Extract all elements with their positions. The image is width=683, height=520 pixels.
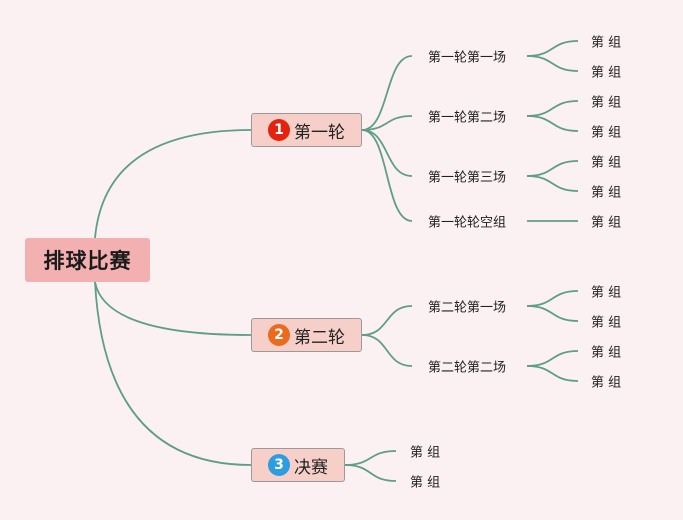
group-connector: [526, 55, 579, 72]
branch-final[interactable]: 3 决赛: [251, 448, 345, 482]
branch-connector: [361, 55, 413, 131]
branch-round-1[interactable]: 1 第一轮: [251, 113, 362, 147]
group-connector: [526, 115, 579, 132]
group-connector: [526, 175, 579, 192]
group-topic[interactable]: 第 组: [591, 35, 622, 51]
group-topic[interactable]: 第 组: [410, 475, 441, 491]
number-badge-icon: 1: [268, 119, 290, 141]
match-topic[interactable]: 第一轮轮空组: [428, 215, 507, 231]
group-topic[interactable]: 第 组: [591, 285, 622, 301]
branch-connector: [361, 129, 413, 177]
branch-label: 决赛: [294, 457, 328, 478]
root-topic[interactable]: 排球比赛: [25, 238, 150, 282]
match-topic[interactable]: 第一轮第一场: [428, 50, 507, 66]
group-topic[interactable]: 第 组: [591, 185, 622, 201]
root-topic-label: 排球比赛: [43, 249, 132, 273]
group-connector: [526, 365, 579, 382]
branch-connector: [361, 334, 413, 367]
group-topic[interactable]: 第 组: [591, 65, 622, 81]
match-topic[interactable]: 第二轮第二场: [428, 360, 507, 376]
number-badge-icon: 3: [268, 454, 290, 476]
group-topic[interactable]: 第 组: [591, 125, 622, 141]
branch-label: 第一轮: [294, 122, 345, 143]
number-badge-icon: 2: [268, 324, 290, 346]
branch-connector: [361, 129, 413, 222]
group-topic[interactable]: 第 组: [591, 215, 622, 231]
group-connector: [344, 450, 397, 466]
root-connector: [94, 129, 252, 239]
branch-connector: [361, 115, 413, 131]
branch-label: 第二轮: [294, 327, 345, 348]
root-connector: [94, 281, 252, 336]
root-connector: [94, 281, 252, 466]
group-connector: [344, 464, 397, 482]
group-connector: [526, 290, 579, 307]
group-topic[interactable]: 第 组: [591, 345, 622, 361]
match-topic[interactable]: 第一轮第二场: [428, 110, 507, 126]
group-topic[interactable]: 第 组: [591, 155, 622, 171]
group-topic[interactable]: 第 组: [591, 315, 622, 331]
branch-round-2[interactable]: 2 第二轮: [251, 318, 362, 352]
group-connector: [526, 160, 579, 177]
match-topic[interactable]: 第二轮第一场: [428, 300, 507, 316]
group-topic[interactable]: 第 组: [591, 95, 622, 111]
branch-connector: [361, 305, 413, 336]
group-connector: [526, 40, 579, 57]
group-connector: [526, 350, 579, 367]
group-connector: [526, 100, 579, 117]
group-topic[interactable]: 第 组: [410, 445, 441, 461]
group-connector: [526, 305, 579, 322]
group-topic[interactable]: 第 组: [591, 375, 622, 391]
match-topic[interactable]: 第一轮第三场: [428, 170, 507, 186]
